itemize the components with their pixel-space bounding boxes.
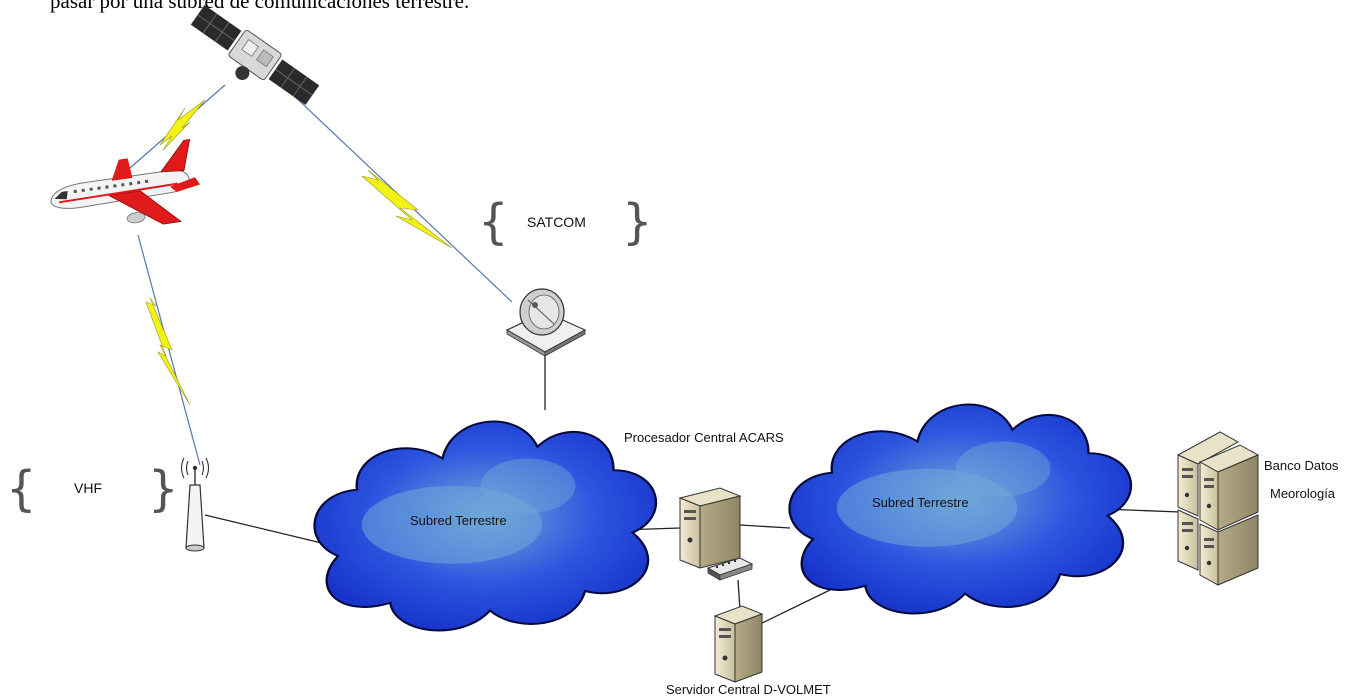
radio-links [129,84,513,466]
server-icon [678,487,742,569]
label-vhf: VHF [74,480,102,496]
label-bank-line2: Meorología [1270,486,1336,501]
airplane-icon [50,139,201,225]
label-cloud-left: Subred Terrestre [410,513,507,528]
brace-right-vhf: } [148,461,179,517]
wired-links [204,355,1181,626]
link-vhf-cloud [204,514,331,546]
link-plane-vhf [137,234,201,466]
brace-right-satcom: } [622,194,653,250]
intro-text: pasar por una subred de comunicaciones t… [50,0,470,13]
label-dvolmet: Servidor Central D-VOLMET [666,682,831,697]
link-switch-volmet [737,579,741,611]
label-satcom: SATCOM [527,214,586,230]
brace-left-vhf: { [6,461,37,517]
label-acars: Procesador Central ACARS [624,430,784,445]
database-servers-icon [1176,431,1260,586]
vhf-antenna-icon [180,457,210,552]
link-acars-cloud2 [739,524,791,529]
satellite-dish-icon [505,288,587,357]
label-cloud-right: Subred Terrestre [872,495,969,510]
lightning-bolt-icon [145,297,191,406]
server-icon [713,605,764,683]
brace-left-satcom: { [478,194,509,250]
network-switch-icon [706,557,754,581]
lightning-bolt-icon [361,169,453,249]
cloud-icon [313,420,658,632]
lightning-bolt-icon [159,99,206,151]
link-volmet-cloud2 [757,589,831,626]
satellite-icon [190,5,320,105]
cloud-icon [788,403,1133,615]
label-bank-line1: Banco Datos [1264,458,1339,473]
